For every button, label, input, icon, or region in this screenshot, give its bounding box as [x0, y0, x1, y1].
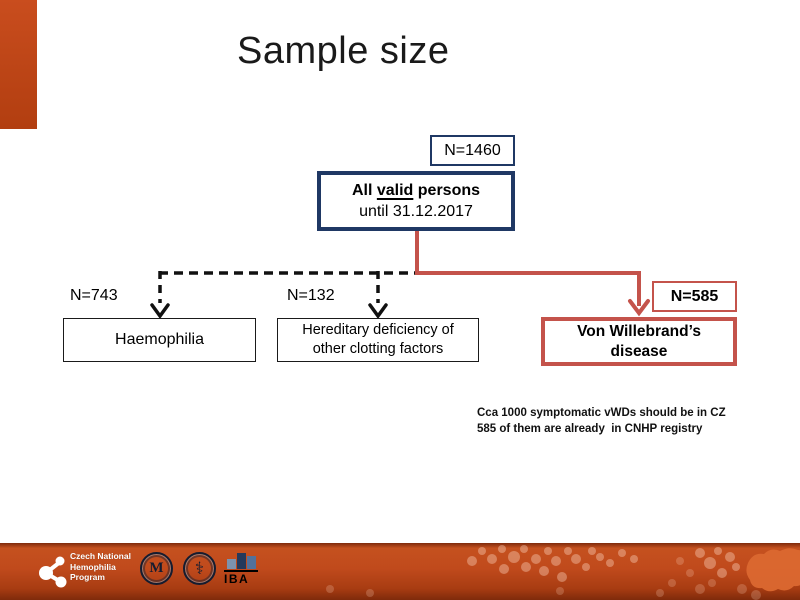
- vwd-annotation: Cca 1000 symptomatic vWDs should be in C…: [477, 406, 726, 437]
- molecule-pattern-decoration: [467, 545, 740, 582]
- czech-map-decoration: [746, 548, 800, 592]
- von-willebrand-box: Von Willebrand’s disease: [541, 317, 737, 366]
- hereditary-label-line2: other clotting factors: [312, 341, 444, 357]
- iba-logo: IBA: [224, 551, 260, 586]
- haemophilia-count-label: N=743: [70, 287, 118, 304]
- vwd-label-line1: Von Willebrand’s: [577, 322, 701, 340]
- vwd-label-line2: disease: [610, 342, 668, 360]
- medical-faculty-seal-icon: ⚕: [183, 552, 216, 585]
- haemophilia-box: Haemophilia: [63, 318, 256, 362]
- hereditary-deficiency-box: Hereditary deficiency of other clotting …: [277, 318, 479, 362]
- valid-underlined-word: valid: [376, 182, 414, 199]
- vwd-annotation-line2: 585 of them are already in CNHP registry: [477, 422, 703, 435]
- vwd-count-box: N=585: [652, 281, 737, 312]
- cnhp-program-label: Czech National Hemophilia Program: [70, 551, 131, 582]
- all-valid-persons-box: All valid persons until 31.12.2017: [317, 171, 515, 231]
- iba-bars-icon: [224, 551, 260, 569]
- vwd-annotation-line1: Cca 1000 symptomatic vWDs should be in C…: [477, 407, 726, 419]
- vwd-count-label: N=585: [670, 287, 719, 305]
- university-seal-icon: M: [140, 552, 173, 585]
- hereditary-count-label: N=132: [287, 287, 335, 304]
- haemophilia-label: Haemophilia: [115, 331, 204, 348]
- total-count-label: N=1460: [444, 141, 501, 159]
- total-count-box: N=1460: [430, 135, 515, 166]
- all-valid-persons-line2: until 31.12.2017: [359, 203, 473, 220]
- iba-label: IBA: [224, 570, 258, 586]
- left-accent-bar: [0, 0, 37, 129]
- slide-title: Sample size: [237, 30, 450, 72]
- all-valid-persons-line1: All valid persons: [351, 182, 481, 199]
- molecule-pattern-decoration-2: [326, 557, 761, 600]
- footer-bar: Czech National Hemophilia Program M ⚕ IB…: [0, 543, 800, 600]
- red-arrow-connector: [415, 230, 650, 317]
- footer-decoration: [326, 545, 800, 600]
- dashed-arrow-connectors: [150, 271, 415, 319]
- hereditary-label-line1: Hereditary deficiency of: [302, 322, 454, 338]
- cnhp-molecule-icon: [39, 556, 67, 588]
